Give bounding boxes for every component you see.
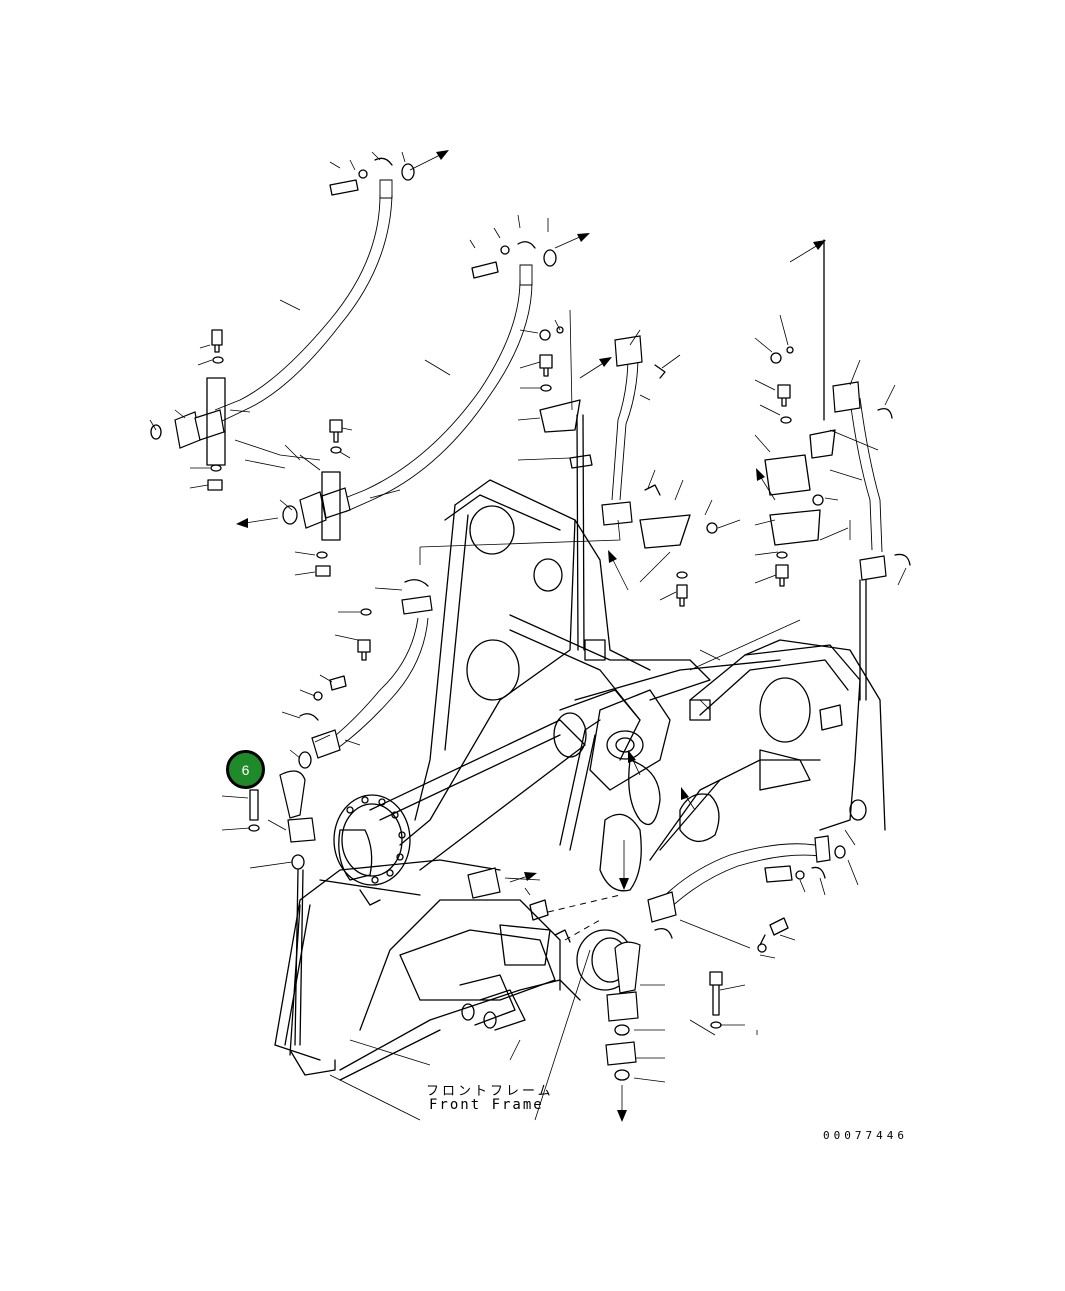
upper-hoses — [150, 157, 557, 577]
front-frame — [274, 479, 886, 1081]
drawing-number: 00077446 — [823, 1129, 908, 1142]
front-frame-label-english: Front Frame — [429, 1097, 544, 1113]
leader-lines — [149, 151, 907, 1121]
front-frame-label-japanese: フロントフレーム — [426, 1084, 554, 1099]
direction-arrows — [236, 150, 826, 1122]
lower-left-hoses — [248, 579, 433, 1046]
right-tubes — [539, 239, 911, 731]
part-callout-6[interactable]: 6 — [226, 750, 265, 789]
lower-right-hose — [467, 835, 846, 1081]
lift-cylinder — [333, 712, 587, 906]
